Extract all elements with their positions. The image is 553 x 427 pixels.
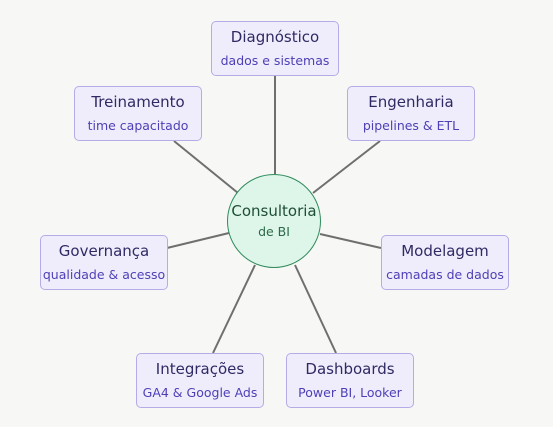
edge-governanca (166, 232, 230, 249)
node-subtitle: dados e sistemas (220, 53, 330, 68)
node-title: Dashboards (305, 360, 395, 378)
edge-dashboards (294, 264, 337, 354)
node-integracoes: Integrações GA4 & Google Ads (136, 353, 264, 408)
node-subtitle: time capacitado (87, 118, 189, 133)
node-subtitle: GA4 & Google Ads (142, 385, 258, 400)
node-title: Modelagem (401, 242, 489, 260)
node-modelagem: Modelagem camadas de dados (381, 235, 509, 290)
hub-title: Consultoria (231, 202, 317, 220)
node-subtitle: Power BI, Looker (298, 385, 402, 400)
edge-engenharia (312, 140, 381, 194)
edge-treinamento (173, 140, 239, 194)
node-title: Governança (58, 242, 150, 260)
node-title: Integrações (155, 360, 245, 378)
edge-modelagem (319, 233, 382, 249)
node-subtitle: qualidade & acesso (42, 267, 166, 282)
node-title: Engenharia (368, 93, 454, 111)
node-governanca: Governança qualidade & acesso (40, 235, 168, 290)
node-title: Diagnóstico (230, 28, 320, 46)
node-title: Treinamento (91, 93, 185, 111)
hub-subtitle: de BI (258, 224, 290, 239)
node-engenharia: Engenharia pipelines & ETL (347, 86, 475, 141)
node-subtitle: camadas de dados (386, 267, 504, 282)
node-treinamento: Treinamento time capacitado (74, 86, 202, 141)
node-subtitle: pipelines & ETL (362, 118, 460, 133)
hub-node: Consultoria de BI (227, 174, 321, 268)
edge-integracoes (212, 264, 256, 354)
node-diagnostico: Diagnóstico dados e sistemas (211, 21, 339, 76)
node-dashboards: Dashboards Power BI, Looker (286, 353, 414, 408)
